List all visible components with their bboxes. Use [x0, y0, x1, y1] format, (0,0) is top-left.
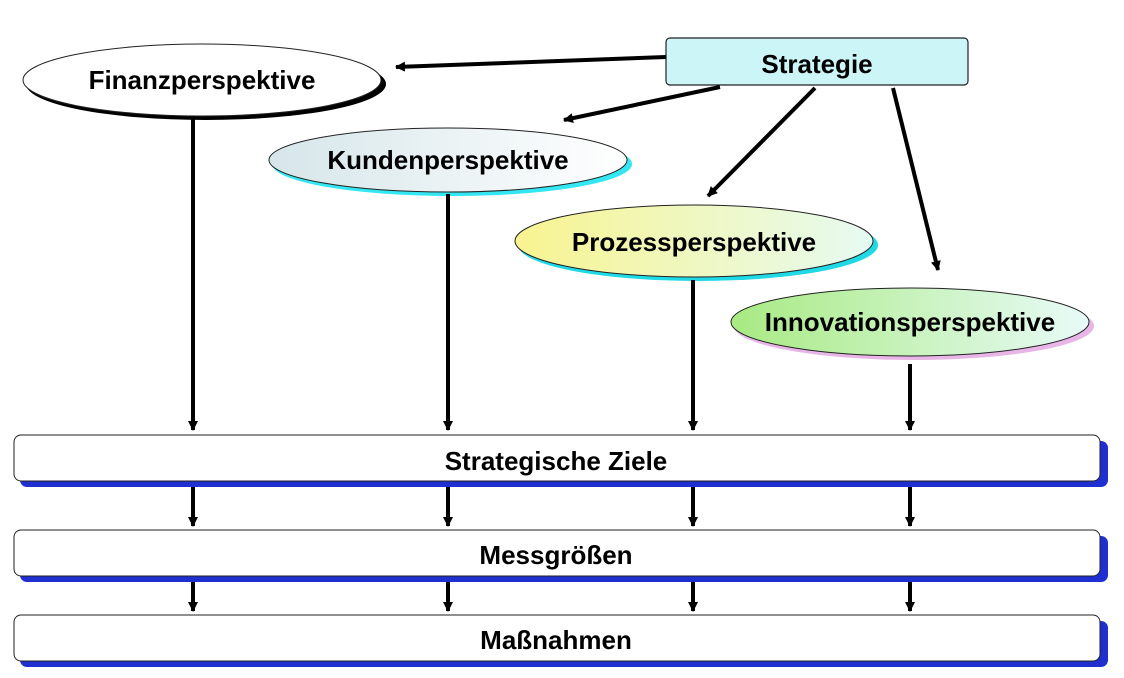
arrow-strategie-kunden — [563, 85, 721, 124]
level-label: Strategische Ziele — [445, 446, 668, 476]
perspective-prozess: Prozessperspektive — [514, 204, 878, 281]
strategy-node: Strategie — [665, 37, 969, 86]
level-label: Messgrößen — [479, 540, 632, 570]
perspective-innovation: Innovationsperspektive — [730, 287, 1094, 360]
perspective-kunden: Kundenperspektive — [268, 127, 632, 196]
perspective-label: Kundenperspektive — [327, 145, 568, 175]
strategy-arrows — [395, 55, 941, 271]
perspective-finanz: Finanzperspektive — [22, 43, 386, 120]
arrow-strategie-innovation — [891, 87, 941, 271]
strategy-label: Strategie — [761, 49, 872, 79]
arrow-strategie-prozess — [706, 86, 817, 198]
level-massnahmen: Maßnahmen — [13, 614, 1108, 667]
perspective-label: Finanzperspektive — [89, 65, 316, 95]
level-messgroessen: Messgrößen — [13, 529, 1108, 582]
arrow-strategie-finanz — [395, 55, 667, 72]
perspective-label: Innovationsperspektive — [765, 307, 1055, 337]
level-label: Maßnahmen — [480, 625, 632, 655]
perspective-label: Prozessperspektive — [572, 227, 816, 257]
level-arrows — [188, 487, 915, 612]
perspective-arrows — [188, 118, 915, 431]
level-strategische-ziele: Strategische Ziele — [13, 434, 1108, 487]
